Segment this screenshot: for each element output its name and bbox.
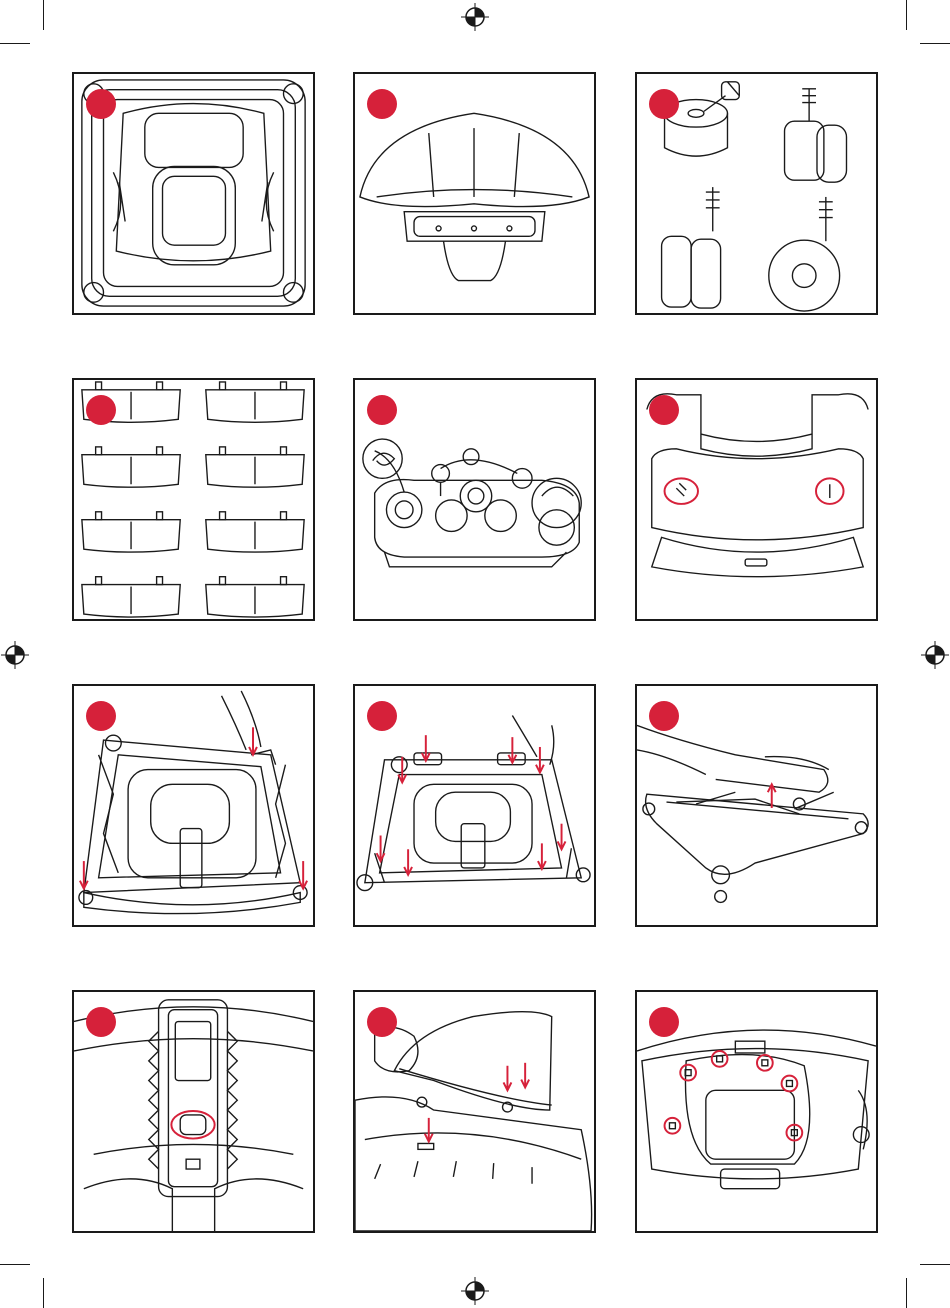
- crosshair-circle-icon: [0, 640, 30, 670]
- step-number-badge: [649, 1007, 679, 1037]
- crop-mark-top-left-v: [43, 0, 44, 30]
- crop-mark-top-left-h: [0, 43, 30, 44]
- crop-mark-bottom-left-v: [43, 1278, 44, 1308]
- crop-mark-bottom-right-v: [906, 1278, 907, 1308]
- step-number-badge: [367, 89, 397, 119]
- crosshair-circle-icon: [460, 2, 490, 32]
- step-number-badge: [367, 395, 397, 425]
- crop-mark-top-right-v: [906, 0, 907, 30]
- step-number-badge: [86, 395, 116, 425]
- step-number-badge: [367, 701, 397, 731]
- crop-mark-bottom-right-h: [920, 1264, 950, 1265]
- step-number-badge: [649, 89, 679, 119]
- panel-unfold-frame: [635, 684, 878, 927]
- panel-walker-top-view: [72, 72, 315, 315]
- panel-wheels: [635, 72, 878, 315]
- crop-mark-top-right-h: [920, 43, 950, 44]
- panel-attach-wheels: [72, 684, 315, 927]
- step-number-badge: [86, 701, 116, 731]
- panel-attach-bumpers: [353, 684, 596, 927]
- step-number-badge: [86, 89, 116, 119]
- step-number-badge: [649, 701, 679, 731]
- panel-activity-toy-tray: [353, 378, 596, 621]
- panel-seat-fabric-clips: [635, 990, 878, 1233]
- step-number-badge: [86, 1007, 116, 1037]
- step-number-badge: [649, 395, 679, 425]
- panel-seat-pad-underside: [72, 990, 315, 1233]
- panel-tray: [353, 72, 596, 315]
- crosshair-circle-icon: [460, 1276, 490, 1306]
- panel-seat-sockets: [635, 378, 878, 621]
- step-number-badge: [367, 1007, 397, 1037]
- crosshair-circle-icon: [920, 640, 950, 670]
- crop-mark-bottom-left-h: [0, 1264, 30, 1265]
- panel-bumper-strips: [72, 378, 315, 621]
- panel-fit-tray: [353, 990, 596, 1233]
